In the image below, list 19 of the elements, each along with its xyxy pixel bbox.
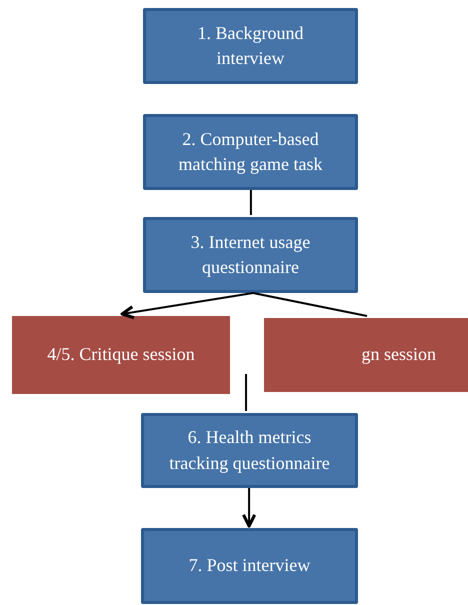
process-box [264, 318, 468, 392]
box-label: 6. Health metrics tracking questionnaire [168, 426, 331, 475]
process-box [141, 413, 358, 488]
box-label: 2. Computer-based matching game task [178, 128, 324, 176]
connector [252, 292, 368, 317]
box-label: 7. Post interview [188, 554, 312, 578]
process-box [143, 114, 358, 190]
box-label: gn session [360, 343, 437, 366]
box-label: 1. Background interview [196, 22, 304, 70]
connector [245, 374, 248, 411]
connector [120, 292, 254, 320]
process-box [141, 528, 358, 604]
process-box [143, 217, 358, 293]
connector [250, 190, 252, 215]
box-label: 4/5. Critique session [46, 343, 196, 366]
connector [242, 488, 256, 528]
process-box [12, 316, 230, 394]
process-box [143, 8, 358, 84]
box-label: 3. Internet usage questionnaire [190, 230, 312, 279]
